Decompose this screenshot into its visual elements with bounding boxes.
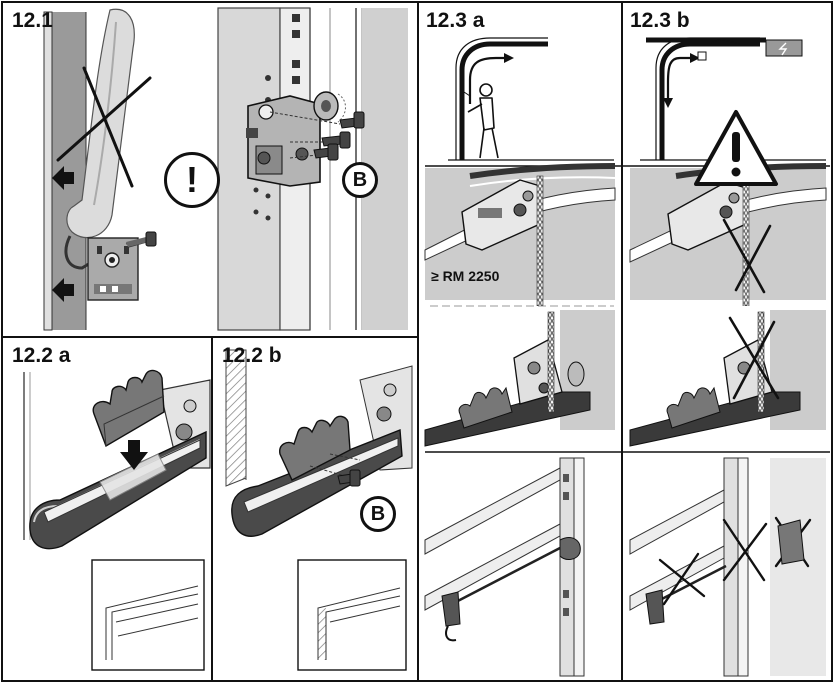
cross-out-icon xyxy=(56,66,152,188)
person-icon xyxy=(467,83,499,159)
panel-12-3a-art xyxy=(424,37,616,677)
panel-12-2a-art xyxy=(20,346,211,671)
exclamation-in-circle-icon: ! xyxy=(164,152,220,208)
direction-arrow-icon xyxy=(666,56,690,100)
panel-label-12-2a: 12.2 a xyxy=(12,344,71,367)
panel-label-12-3a: 12.3 a xyxy=(426,9,485,32)
callout-b-12-1: B xyxy=(342,162,378,198)
warning-triangle-icon xyxy=(694,110,778,186)
battery-icon xyxy=(765,39,803,57)
direction-arrow-icon xyxy=(52,278,74,302)
cross-out-icon xyxy=(728,316,780,400)
panel-12-1-art xyxy=(43,8,157,331)
direction-arrow-icon xyxy=(468,56,506,104)
panel-12-1-bracket-view xyxy=(212,7,410,331)
measurement-label: ≥ RM 2250 xyxy=(428,268,503,284)
direction-arrow-icon xyxy=(120,440,148,470)
panel-label-12-1: 12.1 xyxy=(12,9,53,32)
panel-12-2b-art xyxy=(216,346,413,671)
panel-label-12-2b: 12.2 b xyxy=(222,344,282,367)
panel-12-3b-art xyxy=(629,37,827,677)
panel-label-12-3b: 12.3 b xyxy=(630,9,690,32)
direction-arrow-icon xyxy=(52,166,74,190)
cross-out-icon xyxy=(722,218,772,294)
callout-b-12-2b: B xyxy=(360,496,396,532)
